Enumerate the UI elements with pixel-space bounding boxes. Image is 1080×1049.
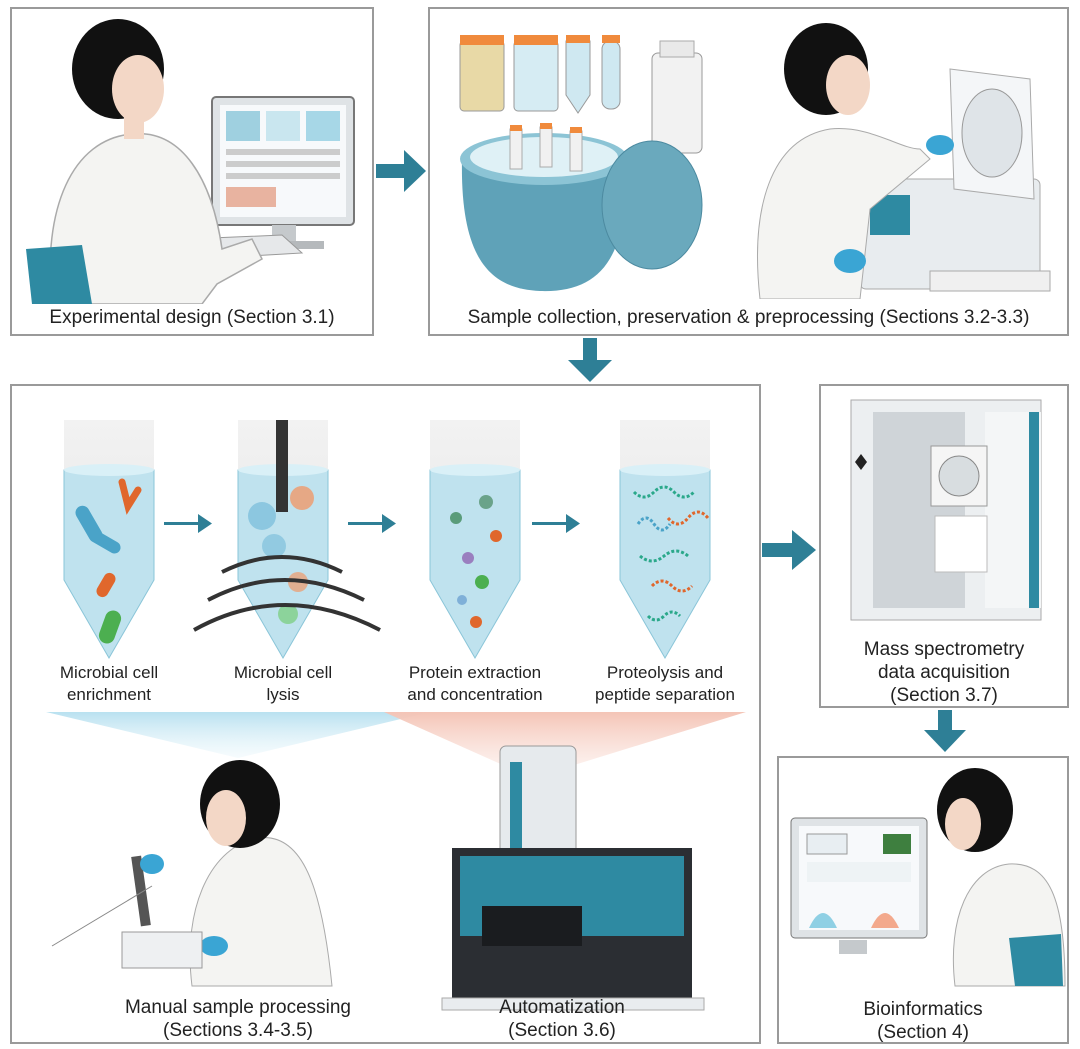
arrow-processing-to-ms [762, 530, 816, 570]
bioinformatics-caption: Bioinformatics (Section 4) [779, 998, 1067, 1044]
step-label-proteolysis: Proteolysis and peptide separation [580, 662, 750, 706]
tube-enrichment [64, 420, 154, 658]
experimental-design-panel: Experimental design (Section 3.1) [10, 7, 374, 336]
bioinformatics-panel: Bioinformatics (Section 4) [777, 756, 1069, 1044]
mass-spectrometer-illustration [821, 386, 1067, 622]
experimental-design-caption: Experimental design (Section 3.1) [12, 306, 372, 329]
arrow-ms-to-bioinformatics [924, 710, 966, 752]
sample-collection-panel: Sample collection, preservation & prepro… [428, 7, 1069, 336]
step-label-enrichment: Microbial cell enrichment [24, 662, 194, 706]
sample-processing-panel: Microbial cell enrichment Microbial cell… [10, 384, 761, 1044]
automation-caption: Automatization (Section 3.6) [452, 996, 672, 1042]
manual-fan [46, 712, 430, 758]
step-label-extraction: Protein extraction and concentration [390, 662, 560, 706]
mass-spec-caption: Mass spectrometry data acquisition (Sect… [821, 638, 1067, 707]
sample-collection-illustration [430, 9, 1067, 299]
bioinformatics-illustration [779, 758, 1067, 988]
manual-scientist-illustration [52, 760, 332, 986]
automation-machine-illustration [442, 746, 704, 1010]
arrow-design-to-collection [376, 150, 426, 192]
sample-processing-illustration [12, 386, 759, 1042]
sample-collection-caption: Sample collection, preservation & prepro… [430, 306, 1067, 329]
tube-lysis [194, 420, 380, 658]
tube-proteolysis [620, 420, 710, 658]
arrow-collection-to-processing [568, 338, 612, 382]
scientist-at-computer-illustration [12, 9, 372, 304]
mass-spec-panel: Mass spectrometry data acquisition (Sect… [819, 384, 1069, 708]
manual-processing-caption: Manual sample processing (Sections 3.4-3… [98, 996, 378, 1042]
step-label-lysis: Microbial cell lysis [198, 662, 368, 706]
tube-extraction [430, 420, 520, 658]
